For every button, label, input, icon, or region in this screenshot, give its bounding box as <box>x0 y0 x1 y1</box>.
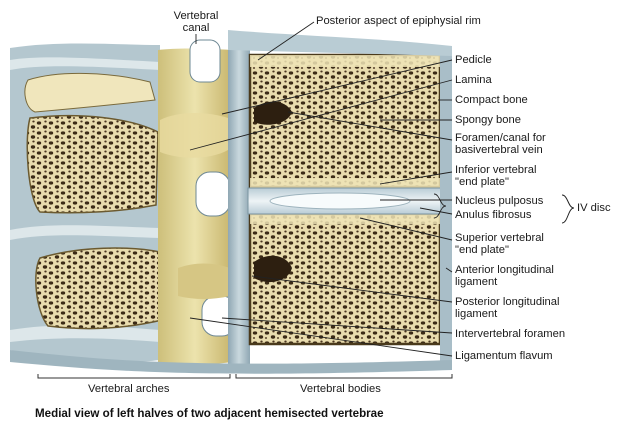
iv-disc-label-brace <box>561 194 575 224</box>
posterior-ligament-band <box>228 48 250 364</box>
upper-tissue <box>228 30 452 56</box>
superior-end-plate-strip <box>250 214 440 224</box>
vertebral-arches-bracket <box>37 374 231 379</box>
leader-lines <box>189 21 453 357</box>
label-lamina: Lamina <box>455 74 492 86</box>
anterior-ligament-band <box>440 45 452 364</box>
label-compact-bone: Compact bone <box>455 94 528 106</box>
pedicle-middle <box>195 171 231 217</box>
label-vertebral-arches: Vertebral arches <box>88 383 170 395</box>
basivertebral-foramen-upper <box>254 101 292 125</box>
leader-pedicle <box>221 59 453 115</box>
leader-anterior-ligament <box>445 267 453 273</box>
leader-lamina <box>189 79 453 151</box>
label-foramen-canal: Foramen/canal for basivertebral vein <box>455 132 546 156</box>
leader-ligamentum-flavum <box>189 317 453 357</box>
label-superior-end-plate: Superior vertebral "end plate" <box>455 232 544 256</box>
label-posterior-longitudinal-ligament: Posterior longitudinal ligament <box>455 296 560 320</box>
label-anulus-fibrosus: Anulus fibrosus <box>455 209 532 221</box>
nucleus-pulposus-shape <box>269 192 411 210</box>
inferior-end-plate-strip <box>250 178 440 188</box>
pedicle-shading <box>160 113 228 158</box>
leader-anulus <box>419 207 453 215</box>
label-anterior-longitudinal-ligament: Anterior longitudinal ligament <box>455 264 554 288</box>
label-iv-disc: IV disc <box>577 202 611 214</box>
iv-disc-brace <box>433 193 447 219</box>
lower-canal-segment <box>178 263 230 299</box>
leader-inferior-plate <box>379 171 453 185</box>
leader-posterior-ligament <box>251 275 453 303</box>
label-intervertebral-foramen: Intervertebral foramen <box>455 328 566 340</box>
label-nucleus-pulposus: Nucleus pulposus <box>455 195 544 207</box>
leader-foramen <box>287 111 453 141</box>
label-ligamentum-flavum: Ligamentum flavum <box>455 350 553 362</box>
label-vertebral-canal: Vertebral canal <box>173 10 219 34</box>
basivertebral-foramen-lower <box>254 255 292 283</box>
lower-lamina-bone <box>35 247 163 330</box>
upper-spinous-process <box>24 72 156 113</box>
leader-intervertebral-foramen <box>221 317 453 334</box>
figure-caption: Medial view of left halves of two adjace… <box>35 407 384 420</box>
pedicle-upper <box>189 39 221 83</box>
vertebral-bodies-bracket <box>235 374 453 379</box>
label-pedicle: Pedicle <box>455 54 492 66</box>
label-spongy-bone: Spongy bone <box>455 114 521 126</box>
base-tissue <box>10 350 452 374</box>
label-inferior-end-plate: Inferior vertebral "end plate" <box>455 164 537 188</box>
upper-lamina-bone <box>26 114 159 214</box>
label-vertebral-bodies: Vertebral bodies <box>300 383 381 395</box>
leader-superior-plate <box>359 217 453 241</box>
upper-end-plate-strip <box>250 55 440 67</box>
label-posterior-epiphysial-rim: Posterior aspect of epiphysial rim <box>316 15 481 27</box>
leader-posterior-rim <box>257 21 315 61</box>
